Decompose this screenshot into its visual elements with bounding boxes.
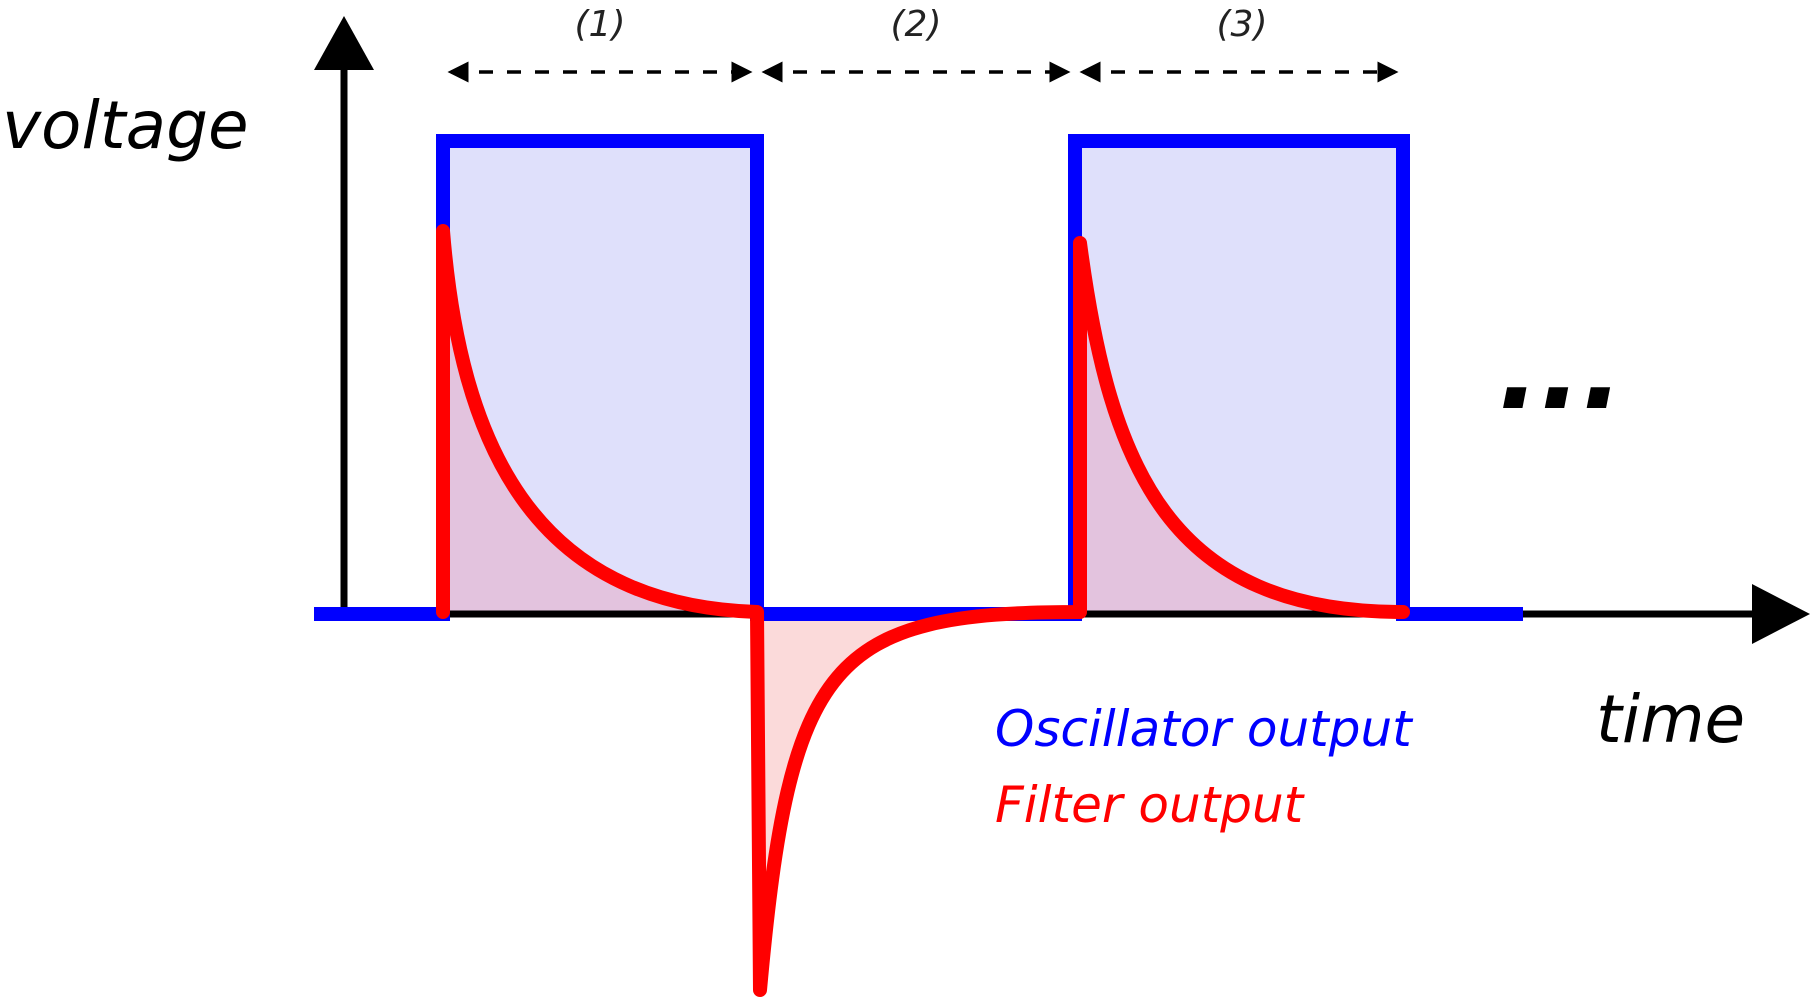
time-axis-arrowhead: [1752, 584, 1810, 644]
segment-3-label: (3): [1217, 4, 1268, 45]
voltage-axis-label: voltage: [2, 87, 249, 164]
time-axis-label: time: [1596, 681, 1745, 758]
filter-positive-fill-1: [443, 231, 757, 612]
filter-positive-fill-3: [1080, 243, 1403, 612]
continuation-ellipsis: ...: [1498, 306, 1623, 434]
voltage-axis-arrowhead: [314, 16, 374, 70]
segment-1-label: (1): [575, 4, 626, 45]
filter-output-line: [436, 224, 1410, 997]
filter-negative-fill: [757, 612, 1080, 990]
segment-2-label: (2): [891, 4, 942, 45]
legend-filter-label: Filter output: [995, 776, 1306, 834]
legend-oscillator-label: Oscillator output: [995, 700, 1414, 758]
